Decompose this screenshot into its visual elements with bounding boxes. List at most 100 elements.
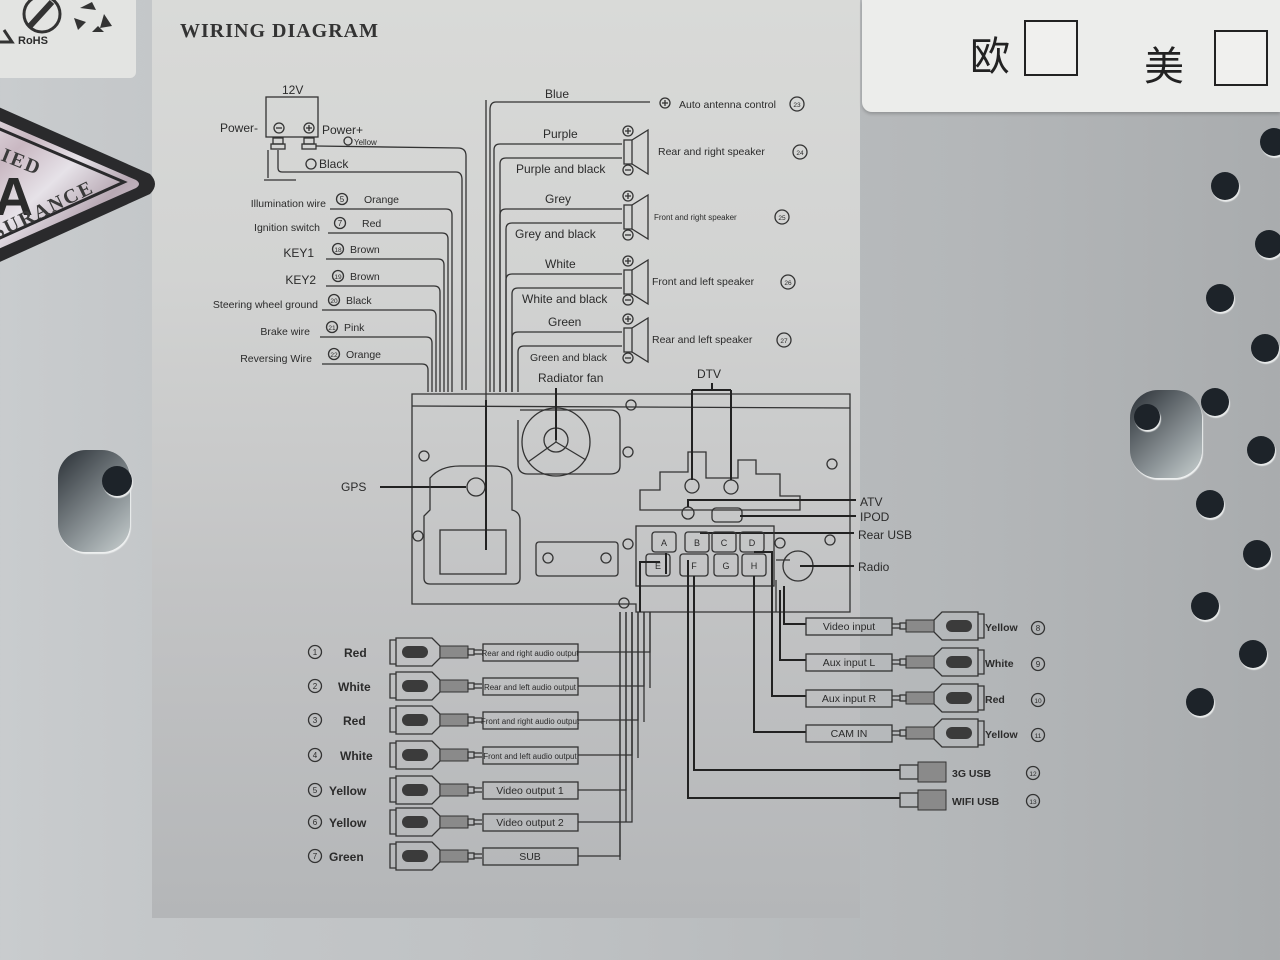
circled-number: 23 — [793, 102, 801, 109]
circled-number: 21 — [328, 325, 336, 332]
circled-number-icon — [792, 144, 808, 160]
rohs-icon: RoHS — [18, 0, 62, 47]
speaker-label: Front and left speaker — [652, 276, 755, 288]
circled-number: 13 — [1029, 799, 1037, 806]
antenna-wire-color: Blue — [545, 87, 569, 101]
circled-number-icon — [307, 678, 323, 694]
speaker-negative-wire-color: Grey and black — [515, 227, 597, 241]
circled-number-icon — [1025, 793, 1041, 809]
speaker-icon — [622, 190, 649, 241]
circled-number-icon — [307, 782, 323, 798]
circled-number: 10 — [1034, 698, 1042, 705]
region-america-label: 美 — [1144, 44, 1184, 90]
speaker-positive-wire-color: White — [545, 257, 576, 271]
port-connector-icon — [684, 531, 710, 553]
wire-line — [320, 336, 433, 392]
rca-plug-icon — [389, 740, 482, 770]
atv-port-icon — [681, 506, 695, 520]
wire-line — [330, 208, 453, 392]
triangle-icon — [0, 29, 15, 44]
positive-terminal-icon — [303, 122, 315, 134]
rca-output-color: Yellow — [329, 784, 367, 798]
circled-number-icon — [776, 332, 792, 348]
rca-output-color: White — [338, 680, 371, 694]
circled-number-icon — [307, 712, 323, 728]
chassis-hole — [1186, 688, 1214, 716]
rca-output-color: Yellow — [329, 816, 367, 830]
rca-input-label-box — [805, 653, 893, 672]
speaker-positive-wire-color: Green — [548, 315, 581, 329]
rear-usb-label: Rear USB — [858, 528, 912, 542]
circled-number: 5 — [313, 786, 318, 795]
circled-number-icon — [335, 192, 349, 206]
speaker-icon — [622, 313, 649, 364]
rca-output-label: Front and right audio output — [481, 717, 580, 726]
wire-function-label: Steering wheel ground — [213, 299, 318, 311]
chassis-hole — [1191, 592, 1219, 620]
wire-color-label: Brown — [350, 271, 380, 283]
radiator-fan-label: Radiator fan — [538, 371, 603, 385]
battery-12v: 12V Power- Power+ Yellow Black — [220, 83, 467, 390]
port-connector-icon — [739, 531, 765, 553]
circled-number: 25 — [778, 215, 786, 222]
circled-number: 1 — [313, 648, 318, 657]
diagram-title: WIRING DIAGRAM — [180, 20, 379, 42]
speaker-icon — [622, 125, 649, 176]
wire-line — [326, 285, 441, 392]
circled-number-icon — [789, 96, 805, 112]
rca-input-label-box — [805, 617, 893, 636]
port-label: D — [749, 538, 756, 548]
circled-number: 5 — [340, 195, 345, 204]
rca-output-label: Front and left audio output — [483, 752, 577, 761]
wire-line — [322, 309, 437, 392]
power-wire-yellow: Yellow — [354, 138, 377, 147]
negative-terminal-icon — [273, 122, 285, 134]
region-america-checkbox[interactable] — [1214, 30, 1268, 86]
circled-number-icon — [327, 347, 341, 361]
circled-number: 24 — [796, 150, 804, 157]
circled-number: 22 — [330, 352, 338, 359]
circled-number: 19 — [334, 274, 342, 281]
circled-number: 18 — [334, 247, 342, 254]
speaker-positive-wire-color: Grey — [545, 192, 571, 206]
circled-number-icon — [327, 293, 341, 307]
wire-line — [322, 363, 429, 392]
wiring-diagram-sheet — [152, 0, 860, 918]
chassis-hole — [1251, 334, 1279, 362]
chassis-hole — [1134, 404, 1160, 430]
wire-color-label: Orange — [346, 349, 381, 361]
port-label: H — [751, 561, 758, 571]
speaker-label: Front and right speaker — [654, 213, 737, 222]
circled-number-icon — [307, 848, 323, 864]
circled-number-icon — [1030, 727, 1046, 743]
circled-number: 2 — [313, 682, 318, 691]
ground-symbol-icon — [264, 150, 296, 181]
wire-function-label: Illumination wire — [251, 198, 326, 210]
circled-number-icon — [331, 269, 345, 283]
rca-output-label: Video output 2 — [496, 817, 564, 829]
power-positive-label: Power+ — [322, 123, 363, 137]
power-wire-black: Black — [319, 157, 349, 171]
wire-function-label: KEY1 — [283, 246, 314, 260]
chassis-hole — [1247, 436, 1275, 464]
speaker-negative-wire-color: Purple and black — [516, 162, 606, 176]
circled-number-icon — [331, 242, 345, 256]
region-europe-checkbox[interactable] — [1024, 20, 1078, 76]
